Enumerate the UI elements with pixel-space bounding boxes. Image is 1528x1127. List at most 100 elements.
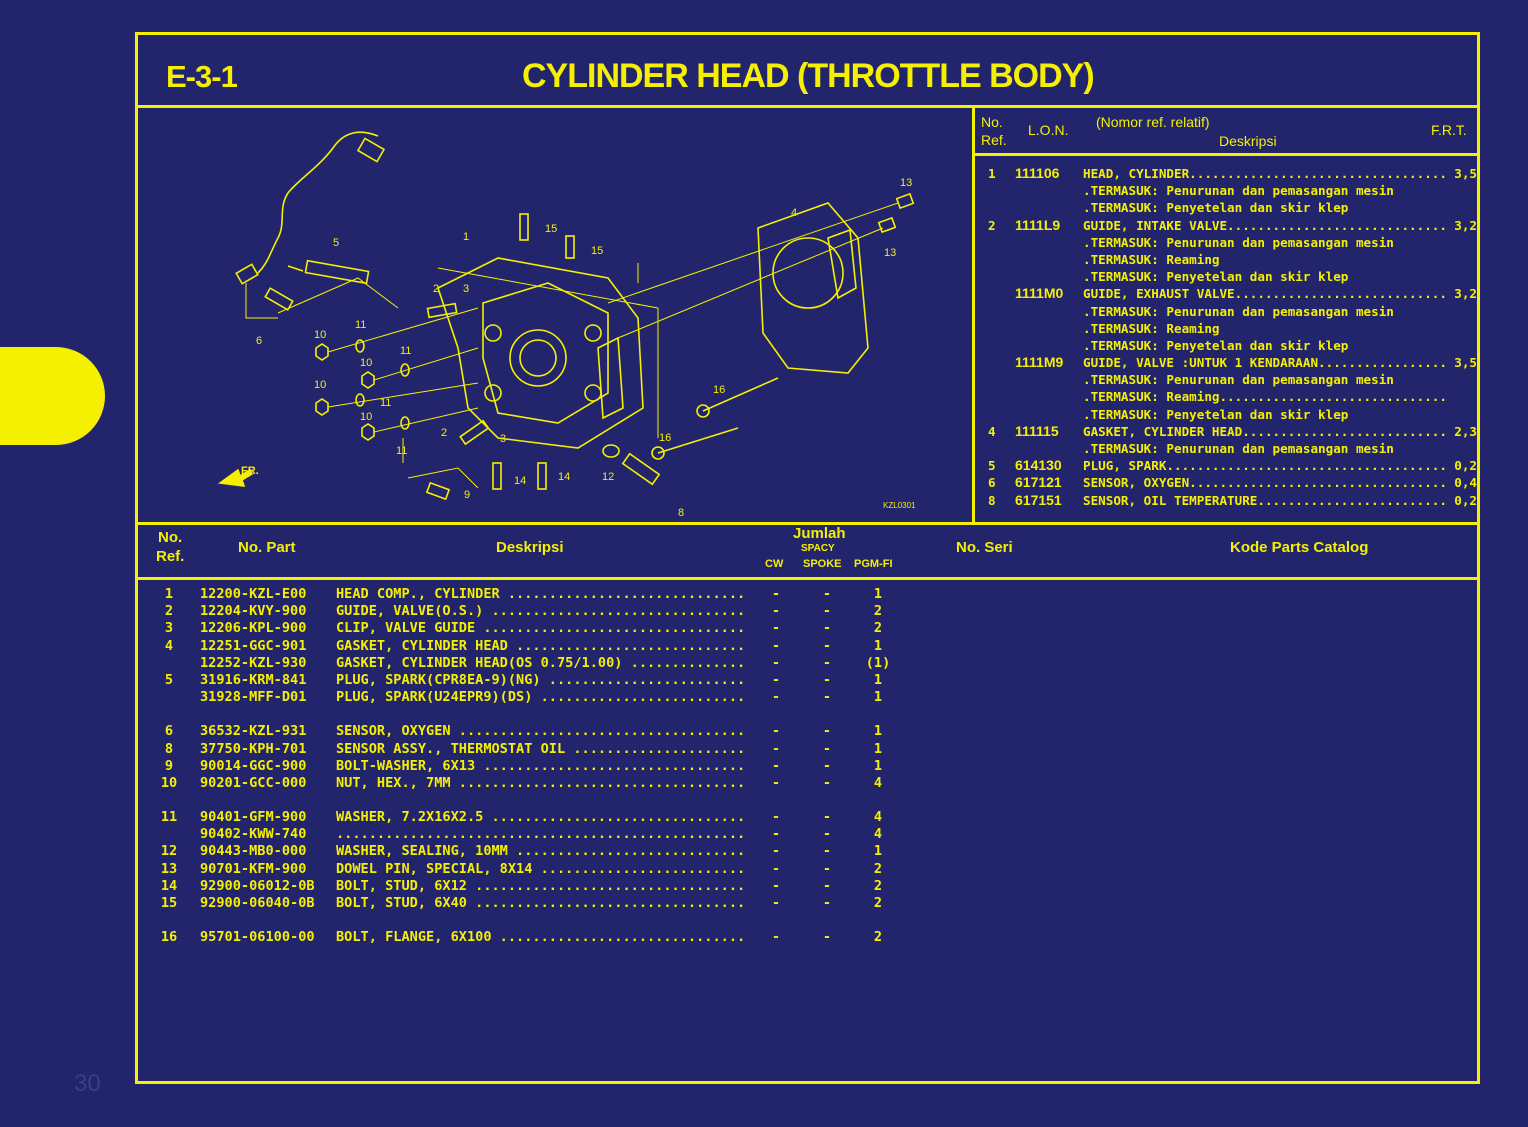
frt-value: 2,3	[1454, 423, 1477, 439]
part-desc: SENSOR, OXYGEN .........................…	[336, 723, 746, 740]
part-number: 92900-06012-0B	[200, 877, 315, 894]
part-number: 12251-GGC-901	[200, 637, 307, 654]
frt-header-divider	[975, 153, 1480, 156]
callout-10c: 10	[314, 379, 326, 391]
callout-2: 2	[433, 283, 439, 295]
parts-row: 16 95701-06100-00 BOLT, FLANGE, 6X100 ....…	[138, 929, 1477, 946]
part-ref: 11	[160, 809, 178, 826]
part-desc: PLUG, SPARK(CPR8EA-9)(NG) ..............…	[336, 671, 746, 688]
part-number: 95701-06100-00	[200, 929, 315, 946]
frt-lon: 617121	[1015, 474, 1062, 491]
frt-desc: .TERMASUK: Penurunan dan pemasangan mesi…	[1083, 234, 1394, 250]
part-qty-spoke: -	[822, 860, 832, 877]
part-ref: 2	[164, 603, 174, 620]
part-number: 12252-KZL-930	[200, 654, 307, 671]
part-number: 92900-06040-0B	[200, 895, 315, 911]
part-desc: DOWEL PIN, SPECIAL, 8X14 ...............…	[336, 860, 746, 877]
part-number: 90014-GGC-900	[200, 757, 307, 774]
frt-row: .TERMASUK: Penurunan dan pemasangan mesi…	[975, 371, 1480, 388]
part-number: 90401-GFM-900	[200, 809, 307, 826]
callout-1: 1	[463, 231, 469, 243]
part-qty-cw: -	[771, 689, 781, 706]
part-number: 36532-KZL-931	[200, 723, 307, 740]
part-qty-pgmfi: 2	[873, 860, 883, 877]
part-qty-spoke: -	[822, 774, 832, 791]
part-qty-pgmfi: 2	[873, 620, 883, 637]
part-qty-pgmfi: 1	[873, 723, 883, 740]
diagram-divider	[972, 108, 975, 522]
part-desc: PLUG, SPARK(U24EPR9)(DS) ...............…	[336, 689, 746, 706]
frt-desc: .TERMASUK: Penyetelan dan skir klep	[1083, 269, 1349, 285]
part-qty-pgmfi: 2	[873, 603, 883, 620]
part-ref: 3	[164, 620, 174, 637]
part-qty-spoke: -	[822, 757, 832, 774]
part-ref: 13	[160, 860, 178, 877]
cylinder-head-gasket	[757, 202, 869, 374]
frt-desc: .TERMASUK: Penyetelan dan skir klep	[1083, 200, 1349, 216]
part-qty-spoke: -	[822, 740, 832, 757]
frt-ref: 6	[988, 475, 996, 491]
frt-desc: PLUG, SPARK.............................…	[1083, 458, 1445, 474]
part-desc: BOLT, STUD, 6X12 .......................…	[336, 877, 746, 894]
part-qty-cw: -	[771, 860, 781, 877]
section-code: E-3-1	[166, 59, 238, 94]
frt-desc: .TERMASUK: Penyetelan dan skir klep	[1083, 406, 1349, 422]
part-qty-cw: -	[771, 603, 781, 620]
part-qty-pgmfi: 4	[873, 809, 883, 826]
part-ref: 1	[164, 586, 174, 602]
part-desc: CLIP, VALVE GUIDE ......................…	[336, 620, 746, 637]
part-desc: BOLT, STUD, 6X40 .......................…	[336, 895, 746, 911]
frt-row: .TERMASUK: Penurunan dan pemasangan mesi…	[975, 182, 1480, 199]
frt-desc-header: Deskripsi	[1219, 133, 1277, 149]
parts-ref-header-2: Ref.	[156, 548, 185, 565]
parts-row: 31928-MFF-D01 PLUG, SPARK(U24EPR9)(DS) ..…	[138, 689, 1477, 706]
callout-15b: 15	[591, 245, 603, 257]
frt-value: 0,2	[1454, 458, 1477, 474]
callout-6: 6	[256, 335, 262, 347]
part-qty-pgmfi: 1	[873, 637, 883, 654]
callout-16: 16	[713, 384, 725, 396]
part-qty-spoke: -	[822, 895, 832, 911]
part-qty-cw: -	[771, 929, 781, 946]
callout-10d: 10	[360, 411, 372, 423]
frt-ref: 5	[988, 458, 996, 474]
part-qty-spoke: -	[822, 826, 832, 843]
part-qty-spoke: -	[822, 654, 832, 671]
part-number: 31928-MFF-D01	[200, 689, 307, 706]
part-qty-cw: -	[771, 654, 781, 671]
callout-11d: 11	[396, 445, 407, 457]
part-number: 12204-KVY-900	[200, 603, 307, 620]
part-qty-spoke: -	[822, 689, 832, 706]
part-qty-pgmfi: 2	[873, 895, 883, 911]
chapter-tab	[0, 347, 105, 445]
part-qty-cw: -	[771, 826, 781, 843]
frt-lon: 617151	[1015, 491, 1062, 508]
part-qty-cw: -	[771, 809, 781, 826]
frt-lon: 1111M9	[1015, 354, 1064, 371]
part-qty-spoke: -	[822, 671, 832, 688]
part-ref: 16	[160, 929, 178, 946]
part-qty-cw: -	[771, 637, 781, 654]
frt-desc: GUIDE, INTAKE VALVE.....................…	[1083, 217, 1445, 233]
part-ref: 5	[164, 671, 174, 688]
part-desc: BOLT, FLANGE, 6X100 ....................…	[336, 929, 746, 946]
parts-cw-header: CW	[765, 558, 784, 570]
callout-11c: 11	[380, 397, 391, 409]
parts-jumlah-header: Jumlah	[793, 525, 846, 542]
parts-seri-header: No. Seri	[956, 539, 1013, 556]
cylinder-head-outline	[437, 257, 644, 449]
callout-13: 13	[900, 177, 912, 189]
part-qty-pgmfi: 1	[873, 689, 883, 706]
frt-row: .TERMASUK: Penurunan dan pemasangan mesi…	[975, 303, 1480, 320]
part-desc: GASKET, CYLINDER HEAD ..................…	[336, 637, 746, 654]
part-desc: HEAD COMP., CYLINDER ...................…	[336, 586, 746, 602]
